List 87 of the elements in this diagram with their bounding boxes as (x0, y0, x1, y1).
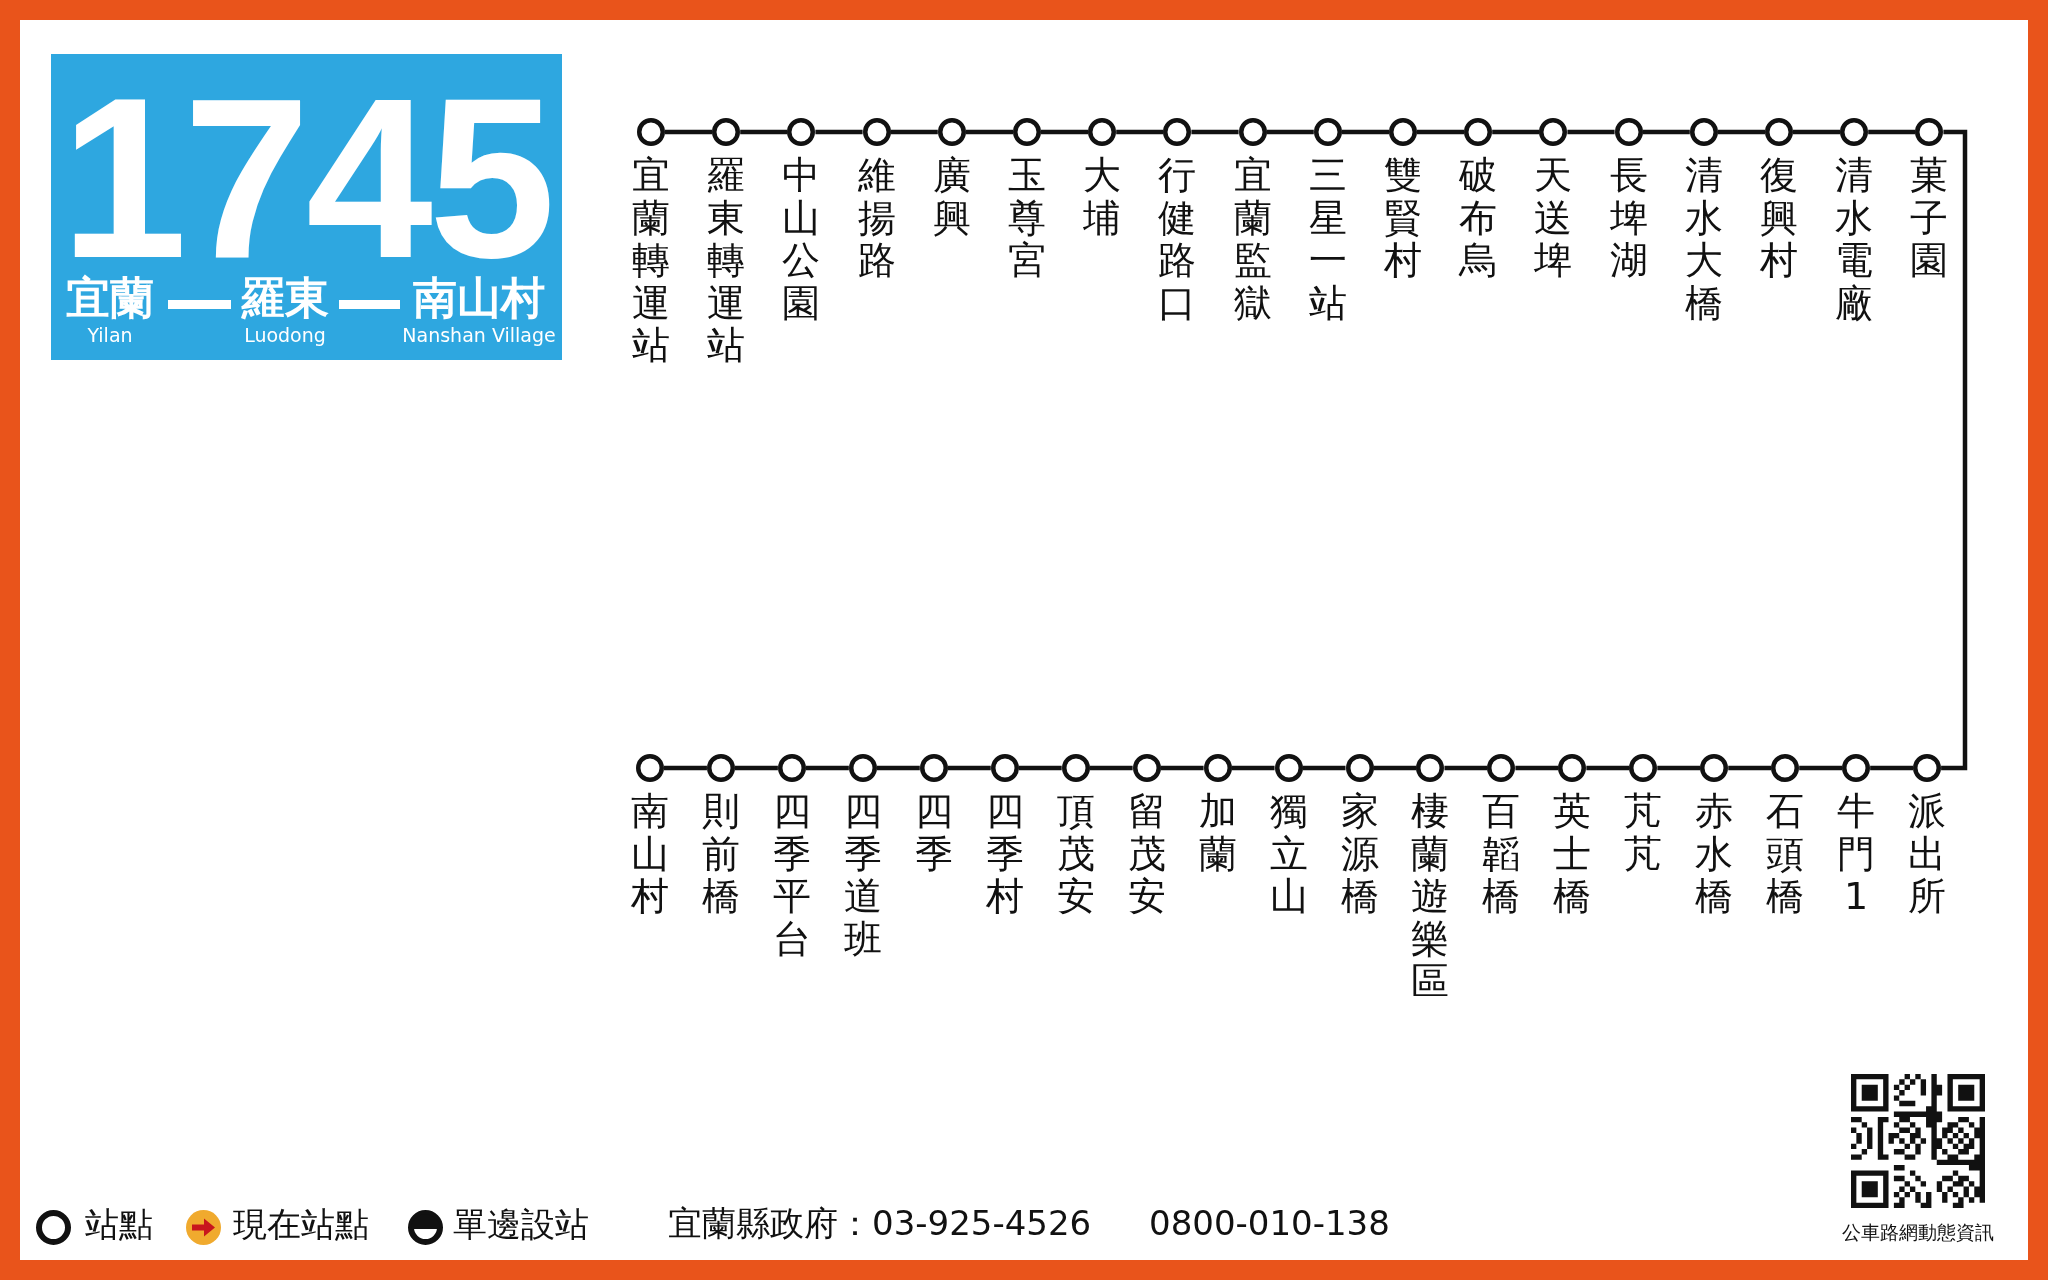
place-name-latin: Luodong (244, 326, 326, 345)
stop-name: 中山公園 (782, 154, 821, 324)
route-line (1657, 765, 1701, 771)
route-line (1941, 129, 1968, 771)
stop-name: 獨立山 (1269, 790, 1308, 918)
route-line (1567, 129, 1615, 135)
stop-name: 長埤湖 (1609, 154, 1648, 282)
stop-name: 派出所 (1908, 790, 1947, 918)
route-line (1231, 765, 1275, 771)
stop-name: 羅東轉運站 (707, 154, 746, 367)
legend-label: 站點 (85, 1204, 153, 1244)
stop-name: 玉尊宮 (1008, 154, 1046, 282)
route-line (1444, 765, 1488, 771)
route-line (1717, 129, 1765, 135)
stop-name: 廣興 (932, 154, 971, 239)
route-line (1586, 765, 1630, 771)
place-name-latin: Nanshan Village (402, 326, 556, 345)
stop-name: 四季道班 (843, 790, 882, 960)
stop-name: 石頭橋 (1766, 790, 1805, 918)
stop-name: 四季 (914, 790, 953, 875)
stop-name: 清水電廠 (1835, 154, 1874, 324)
stop-name: 南山村 (631, 790, 669, 918)
route-sign (51, 54, 562, 360)
stop-name: 四季平台 (772, 790, 811, 960)
place-name-latin: Yilan (87, 326, 133, 345)
route-line (1793, 129, 1841, 135)
route-line (1868, 129, 1916, 135)
route-line (1160, 765, 1204, 771)
stop-name: 天送埤 (1534, 154, 1573, 282)
stop-name: 留茂安 (1127, 790, 1166, 918)
place-name: 羅東 (241, 276, 329, 320)
route-line (1515, 765, 1559, 771)
route-line (1116, 129, 1164, 135)
route-line (1870, 765, 1914, 771)
route-number: 1745 (60, 91, 552, 266)
stop-name: 大埔 (1083, 154, 1122, 239)
route-line (1492, 129, 1540, 135)
stop-name: 雙賢村 (1384, 154, 1422, 282)
route-line (1266, 129, 1314, 135)
stop-name: 棲蘭遊樂區 (1411, 790, 1450, 1003)
stop-name: 百韜橋 (1482, 790, 1521, 918)
route-line (1417, 129, 1465, 135)
stop-name: 宜蘭轉運站 (632, 154, 670, 367)
phone-note: 宜蘭縣政府：03-925-4526 (668, 1204, 1092, 1244)
legend-label: 單邊設站 (453, 1204, 589, 1244)
route-line (1191, 129, 1239, 135)
stop-name: 英士橋 (1553, 790, 1592, 918)
route-line (734, 765, 778, 771)
route-line (890, 129, 938, 135)
stop-name: 牛門1 (1837, 790, 1876, 918)
stop-name: 宜蘭監獄 (1233, 154, 1272, 324)
route-line (1373, 765, 1417, 771)
route-line (1728, 765, 1772, 771)
route-line (1799, 765, 1843, 771)
route-line (1018, 765, 1062, 771)
route-line (815, 129, 863, 135)
stop-name: 芃芃 (1624, 790, 1663, 875)
route-line (805, 765, 849, 771)
stop-name: 破布烏 (1459, 154, 1498, 282)
stop-name: 四季村 (985, 790, 1024, 918)
route-line (664, 765, 707, 771)
route-line (876, 765, 920, 771)
stop-name: 三星一站 (1308, 154, 1347, 324)
route-line (965, 129, 1013, 135)
stop-name: 清水大橋 (1684, 154, 1723, 324)
route-line (947, 765, 991, 771)
stop-name: 則前橋 (701, 790, 740, 918)
stop-name: 赤水橋 (1695, 790, 1734, 918)
phone-note: 0800-010-138 (1149, 1204, 1390, 1244)
stop-name: 頂茂安 (1056, 790, 1095, 918)
route-line (1089, 765, 1133, 771)
legend-label: 現在站點 (233, 1204, 369, 1244)
route-line (1041, 129, 1089, 135)
route-line (665, 129, 713, 135)
route-line (1341, 129, 1389, 135)
stop-name: 家源橋 (1340, 790, 1379, 918)
stop-name: 維揚路 (857, 154, 896, 282)
route-line (1302, 765, 1346, 771)
place-name: 南山村 (413, 276, 545, 320)
stop-name: 菓子園 (1910, 154, 1949, 282)
route-line (740, 129, 788, 135)
stop-name: 復興村 (1760, 154, 1798, 282)
route-line (1642, 129, 1690, 135)
stop-name: 行健路口 (1158, 154, 1197, 324)
qr-caption: 公車路網動態資訊 (1842, 1222, 1994, 1244)
stop-name: 加蘭 (1198, 790, 1237, 875)
place-name: 宜蘭 (66, 276, 154, 320)
